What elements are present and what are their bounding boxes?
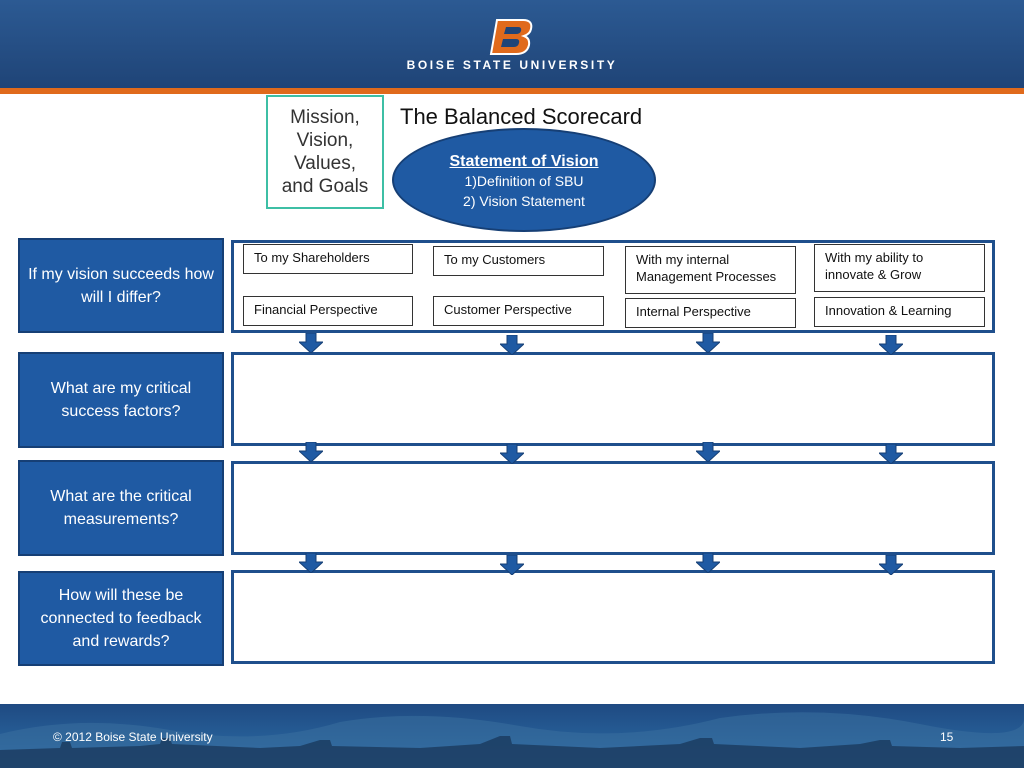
down-arrow-icon [696,553,720,573]
success-factors-panel [231,352,995,446]
header-banner: BOISE STATE UNIVERSITY [0,0,1024,88]
slide-title: The Balanced Scorecard [400,104,643,129]
vision-line: 1)Definition of SBU [464,173,584,189]
down-arrow-icon [299,442,323,462]
down-arrow-icon [879,335,903,355]
down-arrow-icon [879,555,903,575]
university-name: BOISE STATE UNIVERSITY [406,58,618,72]
question-text: How will these be connected to feedback … [40,587,202,650]
vision-statement-oval: Statement of Vision 1)Definition of SBU … [392,128,656,232]
skyline-image [0,712,1024,768]
down-arrow-icon [879,444,903,464]
question-text: What are my critical success factors? [50,380,192,420]
down-arrow-icon [696,333,720,353]
question-box-measurements: What are the critical measurements? [18,460,224,556]
down-arrow-icon [500,555,524,575]
down-arrow-icon [500,444,524,464]
down-arrow-icon [299,333,323,353]
question-box-feedback: How will these be connected to feedback … [18,571,224,666]
question-box-success-factors: What are my critical success factors? [18,352,224,448]
perspective-top-innovation: With my ability to innovate & Grow [814,244,985,292]
down-arrow-icon [696,442,720,462]
slide-page-number: 15 [940,730,954,744]
perspective-top-shareholders: To my Shareholders [243,244,413,274]
footer-banner [0,704,1024,768]
perspective-top-internal: With my internal Management Processes [625,246,796,294]
perspective-top-customers: To my Customers [433,246,604,276]
boise-state-b-logo-icon [489,19,533,55]
down-arrow-icon [500,335,524,355]
measurements-panel [231,461,995,555]
question-box-differ: If my vision succeeds how will I differ? [18,238,224,333]
header-stripe [0,88,1024,94]
vision-line: 2) Vision Statement [463,193,585,209]
question-text: If my vision succeeds how will I differ? [28,265,214,306]
down-arrow-icon [299,553,323,573]
feedback-panel [231,570,995,664]
question-text: What are the critical measurements? [50,488,192,528]
footer-copyright: © 2012 Boise State University [53,730,213,744]
perspective-financial: Financial Perspective [243,296,413,326]
perspective-innovation: Innovation & Learning [814,297,985,327]
perspective-internal: Internal Perspective [625,298,796,328]
mission-vision-values-box: Mission, Vision, Values, and Goals [266,95,384,209]
perspective-customer: Customer Perspective [433,296,604,326]
vision-title: Statement of Vision [449,153,599,170]
mission-box-text: Mission, Vision, Values, and Goals [281,107,369,197]
